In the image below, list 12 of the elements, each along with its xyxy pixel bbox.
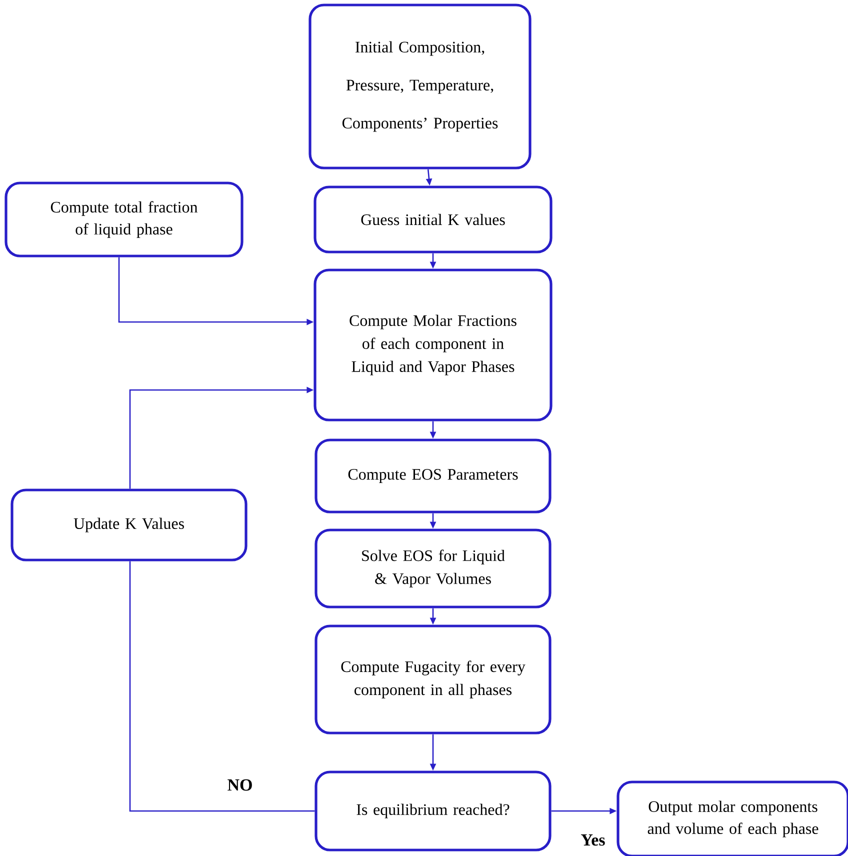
process-box: Initial Composition, Pressure, Temperature, Components’ Properties: [308, 4, 532, 170]
process-box: Compute Molar Fractions of each component in Liquid and Vapor Phases: [314, 268, 552, 422]
process-box: Update K Values: [10, 488, 248, 562]
process-box: Is equilibrium reached?: [314, 770, 552, 852]
process-box: Solve EOS for Liquid & Vapor Volumes: [314, 528, 552, 608]
process-box: Compute EOS Parameters: [314, 438, 552, 514]
edge-label: NO: [228, 779, 252, 791]
process-box: Compute Fugacity for every component in all phases: [314, 624, 552, 734]
edge-label: Yes: [581, 834, 605, 846]
process-box: Compute total fraction of liquid phase: [4, 182, 244, 258]
process-box: Guess initial K values: [314, 186, 552, 254]
process-box: Output molar components and volume of each phase: [616, 780, 848, 856]
